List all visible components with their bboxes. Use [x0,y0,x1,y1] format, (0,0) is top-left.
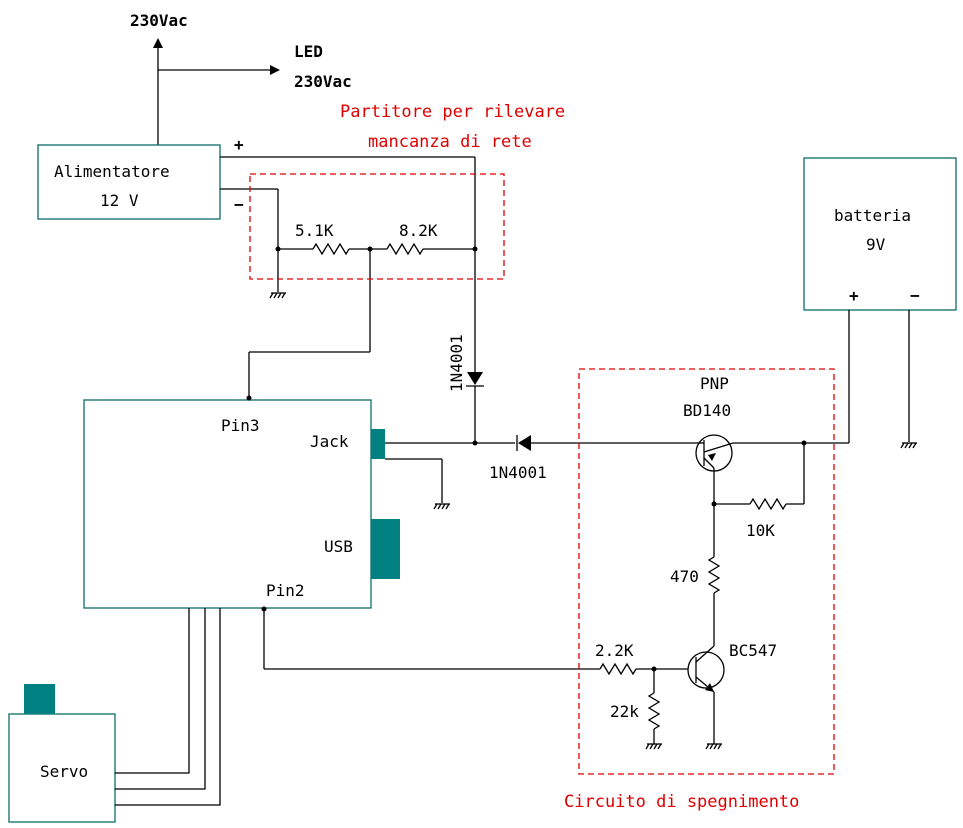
power-supply-box [37,144,221,220]
battery-wiring [733,310,917,449]
diode-2-symbol [516,435,697,451]
mains-wiring [153,38,280,145]
resistor-2k2-label: 2.2K [595,641,634,660]
jack-label: Jack [310,432,349,451]
pnp-part-label: BD140 [683,401,731,420]
shutdown-note: Circuito di spegnimento [564,792,799,812]
ground-symbol [269,292,286,299]
battery-box [803,157,957,311]
npn-part-label: BC547 [729,641,777,660]
servo-cable [115,608,221,806]
resistor-22k-label: 22k [610,702,639,721]
battery-minus-sign: − [910,286,920,305]
resistor-10k-label: 10K [746,521,775,540]
power-supply-label: Alimentatore [54,162,170,181]
pnp-transistor [695,434,734,557]
jack-connector [371,429,385,459]
resistor-470-label: 470 [670,567,699,586]
resistor-5k1-label: 5.1K [295,221,334,240]
jack-wiring [385,442,515,510]
resistor-10k [749,497,787,511]
junction-dot [367,246,373,252]
servo-horn [24,684,55,714]
pin3-label: Pin3 [221,416,260,435]
pin3-dot [246,395,252,401]
diode-2-label: 1N4001 [489,463,547,482]
npn-transistor [687,645,725,750]
battery-voltage: 9V [866,235,886,254]
resistor-8k2-label: 8.2K [399,221,438,240]
battery-label: batteria [834,206,911,225]
usb-connector [371,519,400,579]
ground-symbol [645,729,662,750]
divider-note-line1: Partitore per rilevare [340,102,565,122]
battery-plus-sign: + [849,286,859,305]
junction-dot [275,246,281,252]
supply-minus-sign: − [234,195,244,214]
arduino-board [83,399,372,609]
divider-note-line2: mancanza di rete [368,132,532,152]
resistor-470 [707,556,721,594]
pnp-type-label: PNP [700,374,729,393]
pin2-wiring [263,609,688,670]
divider-wiring [220,156,476,398]
junction-dot [472,246,478,252]
led-voltage-label: 230Vac [294,72,352,91]
pin2-label: Pin2 [266,581,305,600]
resistor-5k1 [312,242,350,256]
servo-label: Servo [40,762,88,781]
diode-1-label: 1N4001 [447,334,466,392]
led-label: LED [294,42,323,61]
power-supply-voltage: 12 V [100,191,139,210]
servo-box [8,713,116,823]
resistor-2k2 [599,662,637,676]
supply-plus-sign: + [234,135,244,154]
usb-label: USB [324,537,353,556]
resistor-10k-wiring [714,443,805,505]
mains-label: 230Vac [130,11,188,30]
resistor-8k2 [386,242,424,256]
divider-highlight-box [249,173,505,280]
resistor-22k [647,692,661,730]
diode-1-symbol [466,372,484,443]
